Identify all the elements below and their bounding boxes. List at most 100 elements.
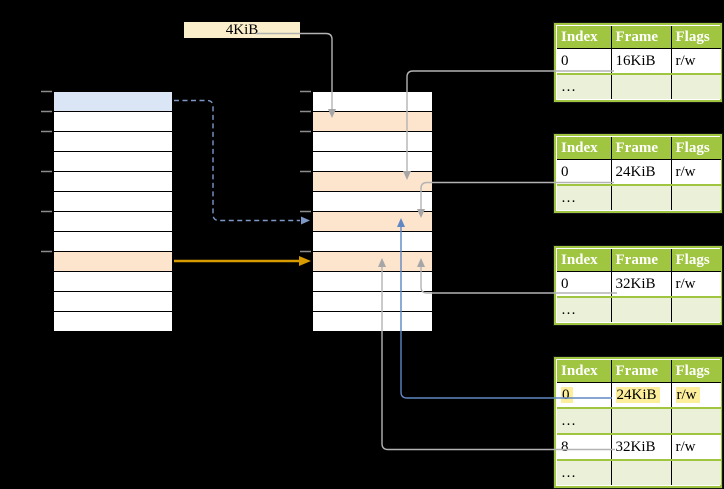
highlighted-cell-text: r/w xyxy=(675,386,700,403)
table-row: 0 24KiB r/w xyxy=(557,382,721,408)
table-row: … xyxy=(557,296,721,322)
cell-text: 32KiB xyxy=(615,438,656,455)
arrow-dashed-virtual-to-frame xyxy=(174,99,310,225)
table-cell xyxy=(670,184,721,210)
memory-row xyxy=(54,152,172,172)
table-header-cell: Frame xyxy=(610,137,671,160)
table-header-cell: Index xyxy=(557,137,611,160)
table-row: 0 16KiB r/w xyxy=(557,48,721,74)
memory-row xyxy=(313,232,432,252)
table-cell xyxy=(610,184,671,210)
table-header-cell: Index xyxy=(557,249,611,272)
cell-text: 0 xyxy=(561,163,569,180)
highlighted-cell-text: 24KiB xyxy=(615,386,660,403)
cell-text: … xyxy=(561,412,576,429)
cell-text: … xyxy=(561,301,576,318)
memory-row xyxy=(313,152,432,172)
table-cell: 32KiB xyxy=(610,433,671,460)
cell-text: r/w xyxy=(675,438,696,455)
memory-row xyxy=(54,132,172,152)
table-cell: … xyxy=(557,459,611,485)
memory-row xyxy=(54,272,172,292)
table-cell: r/w xyxy=(670,48,721,74)
table-cell: 8 xyxy=(557,433,611,460)
left-memory-column xyxy=(53,91,173,332)
table-cell: r/w xyxy=(670,433,721,460)
table-cell: … xyxy=(557,73,611,99)
table-cell xyxy=(670,407,721,434)
cell-text: 16KiB xyxy=(615,52,656,69)
cell-text: 0 xyxy=(561,52,569,69)
memory-row xyxy=(54,252,172,272)
table-row: … xyxy=(557,459,721,485)
memory-row xyxy=(54,232,172,252)
table-header-cell: Frame xyxy=(610,360,671,383)
memory-row xyxy=(54,172,172,192)
table-header-cell: Index xyxy=(557,26,611,49)
cell-text: 24KiB xyxy=(615,163,656,180)
table-cell: 0 xyxy=(557,382,611,408)
memory-row xyxy=(54,112,172,132)
table-cell: … xyxy=(557,407,611,434)
table-cell xyxy=(670,459,721,485)
table-cell xyxy=(670,73,721,99)
memory-row xyxy=(313,212,432,232)
table-row: … xyxy=(557,73,721,99)
cell-text: r/w xyxy=(675,52,696,69)
table-cell: 32KiB xyxy=(610,271,671,297)
highlighted-cell-text: 0 xyxy=(561,386,573,403)
cell-text: 0 xyxy=(561,275,569,292)
memory-row xyxy=(54,292,172,312)
table-cell: … xyxy=(557,184,611,210)
cell-text: r/w xyxy=(675,163,696,180)
table-row: … xyxy=(557,407,721,434)
table-cell: r/w xyxy=(670,159,721,185)
table-cell: 0 xyxy=(557,271,611,297)
table-header-cell: Frame xyxy=(610,249,671,272)
table-cell xyxy=(610,296,671,322)
middle-column-ticks xyxy=(300,90,311,253)
memory-row xyxy=(313,192,432,212)
memory-row xyxy=(54,312,172,331)
memory-row xyxy=(313,92,432,112)
memory-row xyxy=(313,312,432,331)
arrow-orange-virtual-to-frame xyxy=(174,256,311,266)
left-column-ticks xyxy=(41,90,52,253)
memory-row xyxy=(313,292,432,312)
table-header-cell: Flags xyxy=(670,360,721,383)
table-header-cell: Index xyxy=(557,360,611,383)
table-row: 8 32KiB r/w xyxy=(557,433,721,460)
cell-text: … xyxy=(561,464,576,481)
cell-text: 8 xyxy=(561,438,569,455)
table-row: 0 24KiB r/w xyxy=(557,159,721,185)
table-cell: … xyxy=(557,296,611,322)
memory-row xyxy=(54,192,172,212)
table-header-cell: Flags xyxy=(670,137,721,160)
memory-row xyxy=(313,112,432,132)
table-cell xyxy=(610,73,671,99)
memory-row xyxy=(313,172,432,192)
table-cell: 24KiB xyxy=(610,382,671,408)
table-header-cell: Flags xyxy=(670,26,721,49)
memory-row xyxy=(313,252,432,272)
table-row: … xyxy=(557,184,721,210)
table-cell xyxy=(670,296,721,322)
memory-row xyxy=(313,132,432,152)
cell-text: … xyxy=(561,189,576,206)
table-cell: 24KiB xyxy=(610,159,671,185)
table-cell: 0 xyxy=(557,159,611,185)
table-cell: r/w xyxy=(670,382,721,408)
